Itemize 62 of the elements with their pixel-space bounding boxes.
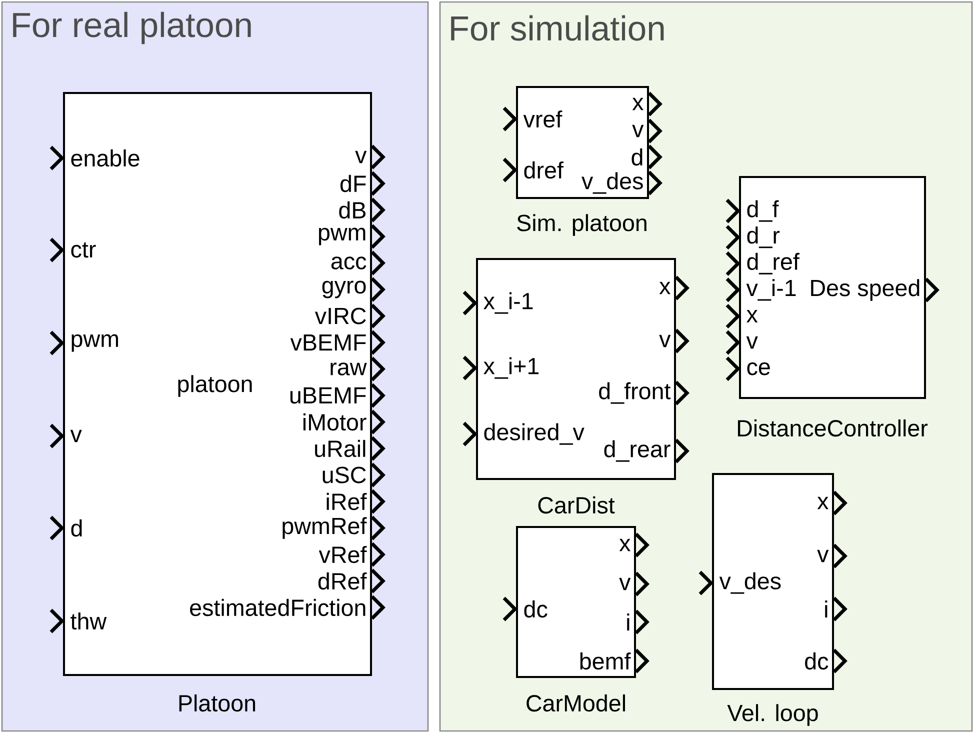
- port-label: dc: [805, 652, 828, 670]
- port-label: desired_v: [484, 423, 584, 445]
- port-label: iRef: [326, 492, 367, 510]
- port-label: vref: [523, 110, 562, 128]
- port-label: d: [71, 519, 82, 537]
- port-label: bemf: [580, 652, 631, 670]
- block-caption: CarDist: [538, 496, 615, 514]
- port-label: v: [817, 550, 829, 562]
- port-label: pwm: [318, 228, 366, 246]
- block-caption: DistanceController: [738, 419, 928, 437]
- port-label: d: [632, 148, 642, 166]
- port-label: ctr: [71, 242, 96, 258]
- port-label: pwm: [72, 334, 118, 352]
- port-label: uSC: [322, 466, 366, 484]
- port-label: d_f: [747, 200, 779, 222]
- port-label: raw: [330, 362, 367, 376]
- port-label: v_i-1: [746, 279, 796, 301]
- block-caption: Vel. loop: [727, 704, 818, 726]
- port-label: v_des: [582, 172, 643, 194]
- port-label: d_front: [599, 382, 671, 404]
- port-label: d_r: [747, 226, 780, 248]
- port-label: gyro: [322, 280, 366, 298]
- port-label: d_rear: [604, 440, 670, 462]
- block-caption: Platoon: [179, 694, 256, 712]
- port-label: dB: [339, 201, 366, 219]
- port-label: vRef: [318, 546, 367, 564]
- port-label: v: [632, 124, 644, 138]
- port-label: acc: [331, 256, 366, 270]
- port-label: i: [825, 600, 828, 618]
- port-label: uBEMF: [290, 387, 366, 404]
- port-label: x: [619, 538, 630, 552]
- port-label: v: [619, 578, 631, 590]
- port-label: i: [627, 614, 630, 630]
- port-label: v: [355, 150, 367, 164]
- port-label: v: [659, 334, 671, 348]
- port-label: d_ref: [747, 252, 800, 274]
- port-label: dref: [524, 161, 564, 179]
- port-label: vIRC: [314, 308, 366, 324]
- port-label: x: [659, 282, 670, 294]
- port-label: estimatedFriction: [190, 598, 366, 616]
- port-label: iMotor: [303, 413, 366, 431]
- port-label: dRef: [318, 572, 367, 590]
- port-label: Des speed: [811, 279, 920, 301]
- port-label: x_i+1: [484, 357, 539, 379]
- port-label: v: [70, 430, 82, 442]
- port-label: v: [746, 336, 758, 349]
- port-label: ce: [747, 362, 770, 376]
- port-label: enable: [71, 149, 140, 167]
- port-label: x_i-1: [484, 292, 533, 314]
- port-label: x: [632, 98, 644, 110]
- port-label: uRail: [315, 440, 366, 458]
- port-label: vBEMF: [290, 334, 366, 351]
- port-label: x: [817, 496, 828, 510]
- port-label: dF: [340, 174, 366, 192]
- port-label: dc: [524, 600, 548, 618]
- port-label: x: [746, 310, 758, 322]
- port-label: pwmRef: [282, 517, 367, 539]
- port-label: v_des: [719, 572, 781, 594]
- block-label: platoon: [178, 375, 252, 397]
- block-caption: CarModel: [526, 694, 625, 712]
- port-label: thw: [70, 612, 107, 630]
- block-caption: Sim. platoon: [517, 214, 646, 236]
